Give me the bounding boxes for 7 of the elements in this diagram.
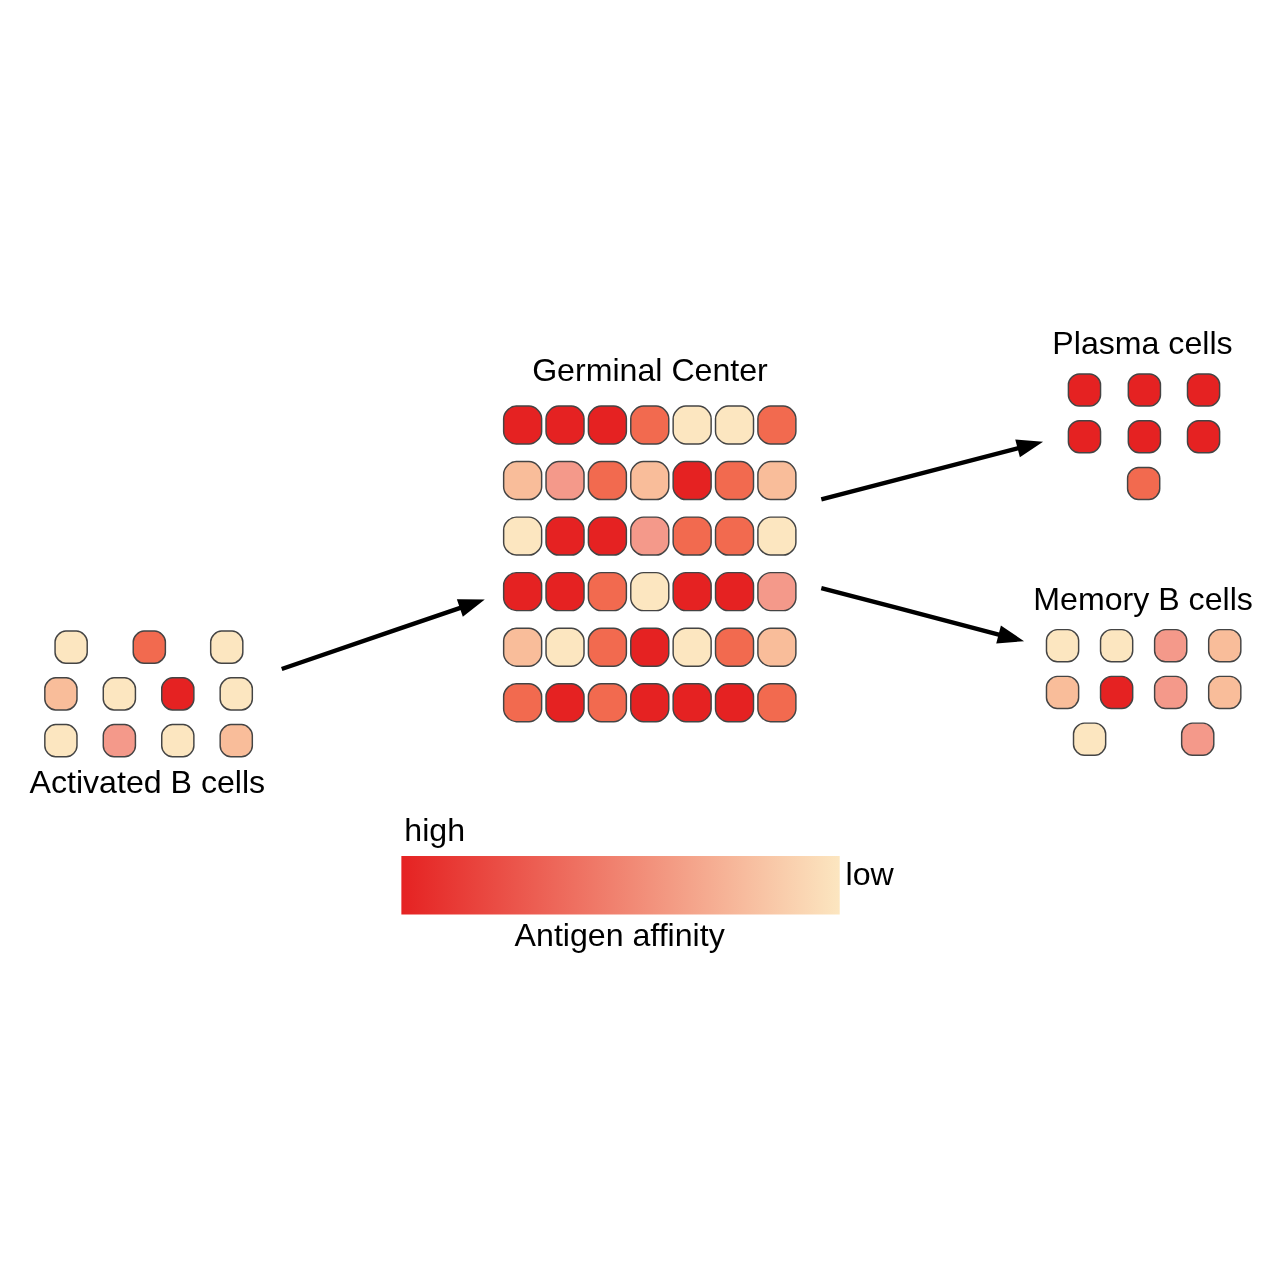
node-label: Activated B cells (29, 763, 266, 800)
node-label: Plasma cells (1052, 324, 1233, 361)
node-label: Memory B cells (1033, 580, 1253, 617)
label: Antigen affinity (514, 916, 725, 953)
label: low (845, 855, 894, 892)
label: high (404, 811, 466, 848)
node-label: Germinal Center (532, 351, 768, 388)
